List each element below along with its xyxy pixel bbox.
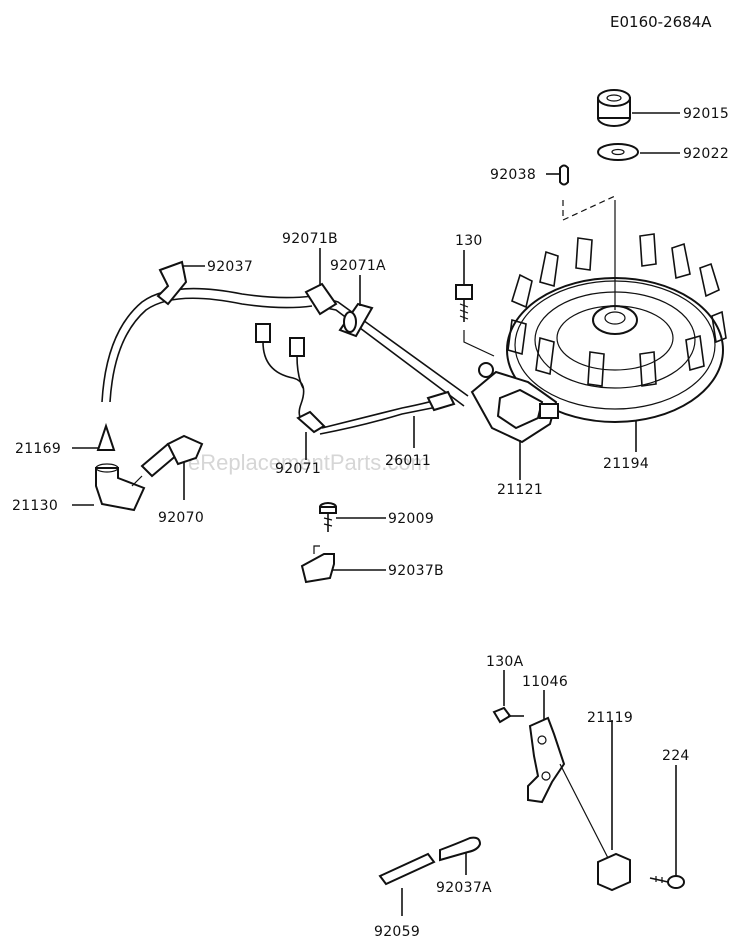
label-26011: 26011 — [385, 453, 431, 469]
screw-92009[interactable] — [319, 502, 337, 532]
bracket-11046[interactable] — [527, 716, 566, 804]
plug-cap-21130[interactable] — [95, 463, 146, 512]
label-21194: 21194 — [603, 456, 649, 472]
label-92037A: 92037A — [436, 880, 492, 896]
label-11046: 11046 — [522, 674, 568, 690]
label-92071A: 92071A — [330, 258, 386, 274]
bolt-130[interactable] — [455, 284, 473, 322]
pin-92059[interactable] — [378, 852, 436, 886]
ignition-coil-21121[interactable] — [470, 362, 559, 444]
spark-plug-92070[interactable] — [131, 434, 204, 487]
grommet-92071A[interactable] — [338, 302, 374, 338]
watermark: eReplacementParts.com — [188, 450, 429, 475]
terminal-21169[interactable] — [96, 422, 116, 451]
label-92022: 92022 — [683, 146, 729, 162]
bolt-130A[interactable] — [492, 706, 524, 724]
label-92037: 92037 — [207, 259, 253, 275]
spark-plug-wire[interactable] — [101, 287, 469, 407]
label-92070: 92070 — [158, 510, 204, 526]
key-92038[interactable] — [559, 164, 569, 186]
flywheel-21194[interactable] — [506, 200, 727, 423]
clamp-92037[interactable] — [156, 260, 188, 306]
label-130A: 130A — [486, 654, 524, 670]
label-21121: 21121 — [497, 482, 543, 498]
washer-92022[interactable] — [597, 143, 639, 161]
label-130: 130 — [455, 233, 483, 249]
label-21119: 21119 — [587, 710, 633, 726]
diagram-code: E0160-2684A — [610, 13, 712, 31]
nut-92015[interactable] — [597, 89, 631, 127]
switch-21119[interactable] — [559, 763, 631, 892]
label-92059: 92059 — [374, 924, 420, 940]
bracket-92037B[interactable] — [300, 545, 335, 584]
label-92009: 92009 — [388, 511, 434, 527]
clip-92037A[interactable] — [439, 836, 482, 862]
label-92071B: 92071B — [282, 231, 338, 247]
label-21130: 21130 — [12, 498, 58, 514]
label-92071: 92071 — [275, 461, 321, 477]
label-92015: 92015 — [683, 106, 729, 122]
label-92037B: 92037B — [388, 563, 444, 579]
label-224: 224 — [662, 748, 690, 764]
ground-wire-26011[interactable] — [426, 390, 456, 412]
label-92038: 92038 — [490, 167, 536, 183]
label-21169: 21169 — [15, 441, 61, 457]
screw-224[interactable] — [649, 875, 685, 889]
boot-92071B[interactable] — [304, 282, 338, 316]
